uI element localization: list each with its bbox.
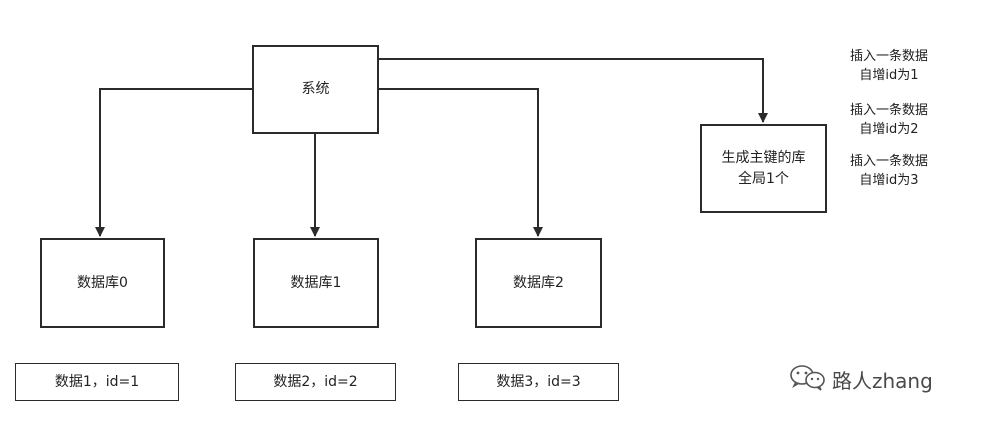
insert-note-1-line1: 插入一条数据	[849, 49, 928, 64]
id-generator-label-line2: 全局1个	[738, 170, 789, 187]
id-generator-node: 生成主键的库 全局1个	[700, 124, 827, 213]
insert-note-2-line2: 自增id为2	[859, 122, 919, 137]
data-row-2-label: 数据3，id=3	[496, 373, 581, 390]
data-row-0-label: 数据1，id=1	[54, 373, 140, 390]
watermark-text: 路人zhang	[832, 369, 933, 393]
insert-note-2: 插入一条数据 自增id为2	[829, 101, 949, 139]
system-node: 系统	[252, 45, 379, 134]
edge-system-db0	[95, 88, 253, 237]
system-label: 系统	[301, 81, 330, 97]
edge-system-db2	[378, 88, 543, 237]
insert-note-3-line2: 自增id为3	[859, 173, 919, 188]
insert-note-3: 插入一条数据 自增id为3	[829, 152, 949, 190]
data-row-1-label: 数据2，id=2	[273, 373, 358, 390]
database-1-label: 数据库1	[290, 274, 342, 291]
watermark: 路人zhang	[788, 362, 933, 397]
insert-note-2-line1: 插入一条数据	[849, 103, 928, 118]
insert-note-3-line1: 插入一条数据	[849, 154, 928, 169]
database-0-label: 数据库0	[77, 274, 128, 291]
database-1-node: 数据库1	[253, 238, 379, 328]
data-row-0: 数据1，id=1	[15, 363, 179, 401]
insert-note-1: 插入一条数据 自增id为1	[829, 47, 949, 85]
id-generator-label-line1: 生成主键的库	[721, 149, 806, 166]
database-0-node: 数据库0	[40, 238, 165, 328]
edge-system-idgen	[378, 58, 768, 123]
data-row-1: 数据2，id=2	[235, 363, 396, 401]
data-row-2: 数据3，id=3	[458, 363, 619, 401]
insert-note-1-line2: 自增id为1	[859, 68, 919, 83]
wechat-icon	[788, 362, 828, 397]
database-2-node: 数据库2	[475, 238, 602, 328]
database-2-label: 数据库2	[513, 274, 564, 291]
